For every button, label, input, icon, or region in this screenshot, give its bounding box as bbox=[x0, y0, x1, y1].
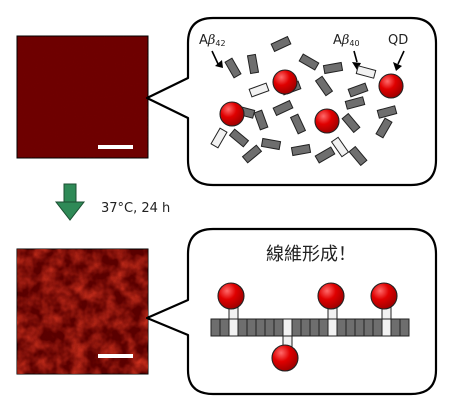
qd-sphere bbox=[317, 282, 345, 310]
qd-sphere bbox=[272, 69, 298, 95]
pointer-arrows bbox=[211, 50, 405, 71]
arrow-down-icon bbox=[54, 183, 86, 221]
result-label: 線維形成！ bbox=[266, 244, 356, 265]
qd-spheres-top bbox=[219, 69, 404, 134]
qd-sphere bbox=[217, 282, 245, 310]
condition-label: 37°C, 24 h bbox=[101, 201, 170, 216]
micrograph-after bbox=[16, 248, 149, 375]
abeta42-label: Aβ42 bbox=[199, 33, 226, 48]
qd-sphere bbox=[370, 282, 398, 310]
qd-spheres-bottom bbox=[217, 282, 398, 372]
speech-bubble-bottom bbox=[145, 227, 438, 396]
qd-sphere bbox=[219, 101, 245, 127]
qd-sphere bbox=[314, 108, 340, 134]
qd-label: QD bbox=[388, 33, 408, 48]
qd-sphere bbox=[378, 73, 404, 99]
abeta40-label: Aβ40 bbox=[333, 33, 360, 48]
scale-bar bbox=[98, 354, 133, 358]
abeta40-peptides bbox=[210, 65, 377, 158]
micrograph-before bbox=[16, 35, 149, 159]
fibril bbox=[210, 318, 410, 337]
scale-bar bbox=[98, 145, 133, 149]
qd-sphere bbox=[271, 344, 299, 372]
